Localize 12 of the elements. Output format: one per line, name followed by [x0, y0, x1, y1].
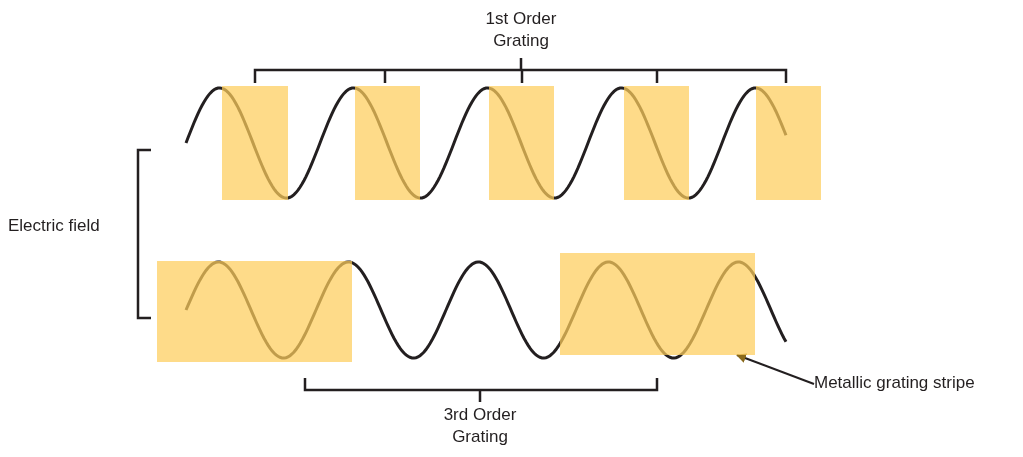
leader-arrow [736, 353, 815, 385]
grating-stripe [222, 86, 288, 200]
grating-stripe [756, 86, 821, 200]
grating-stripe [355, 86, 420, 200]
grating-stripe [489, 86, 554, 200]
callout-label: Metallic grating stripe [814, 372, 975, 394]
bracket-label: 1st Order Grating [484, 8, 558, 52]
grating-stripe [560, 253, 755, 355]
grating-stripe [624, 86, 689, 200]
grating-stripe [157, 261, 352, 362]
bracket-label: Electric field [8, 215, 101, 237]
bracket-label: 3rd Order Grating [442, 404, 518, 448]
